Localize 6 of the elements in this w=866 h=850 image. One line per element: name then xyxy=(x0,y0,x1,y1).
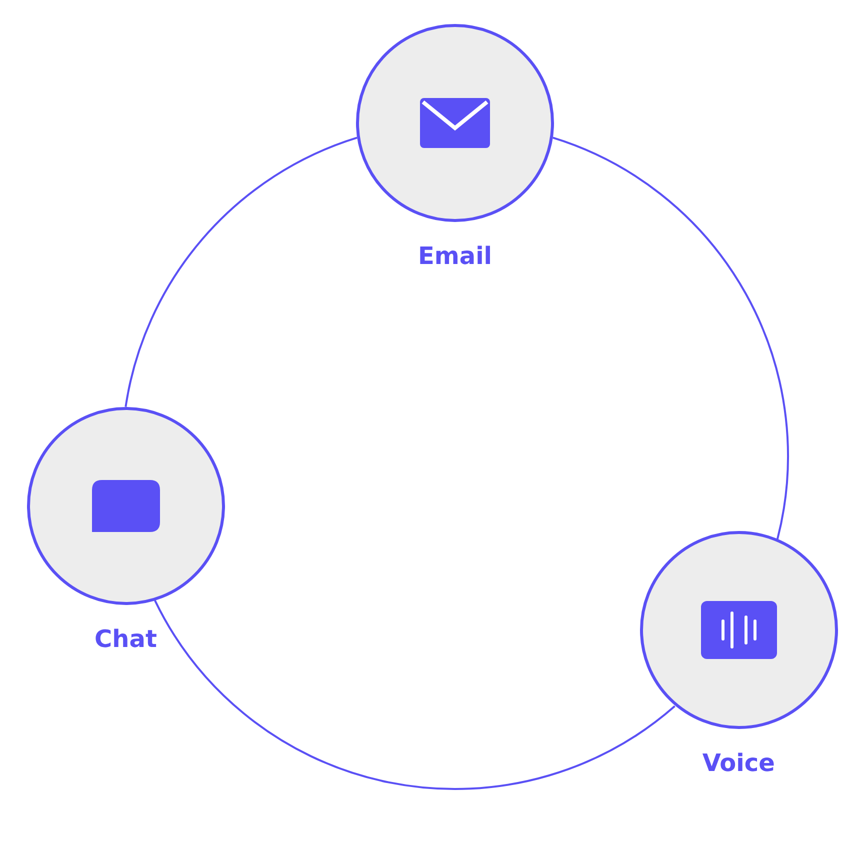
channel-label: Email xyxy=(418,242,492,270)
channel-label: Chat xyxy=(94,624,157,653)
connector-arc xyxy=(552,136,789,540)
channel-label: Voice xyxy=(702,749,775,778)
connector-arc xyxy=(154,600,676,790)
connector-arc xyxy=(124,136,358,407)
